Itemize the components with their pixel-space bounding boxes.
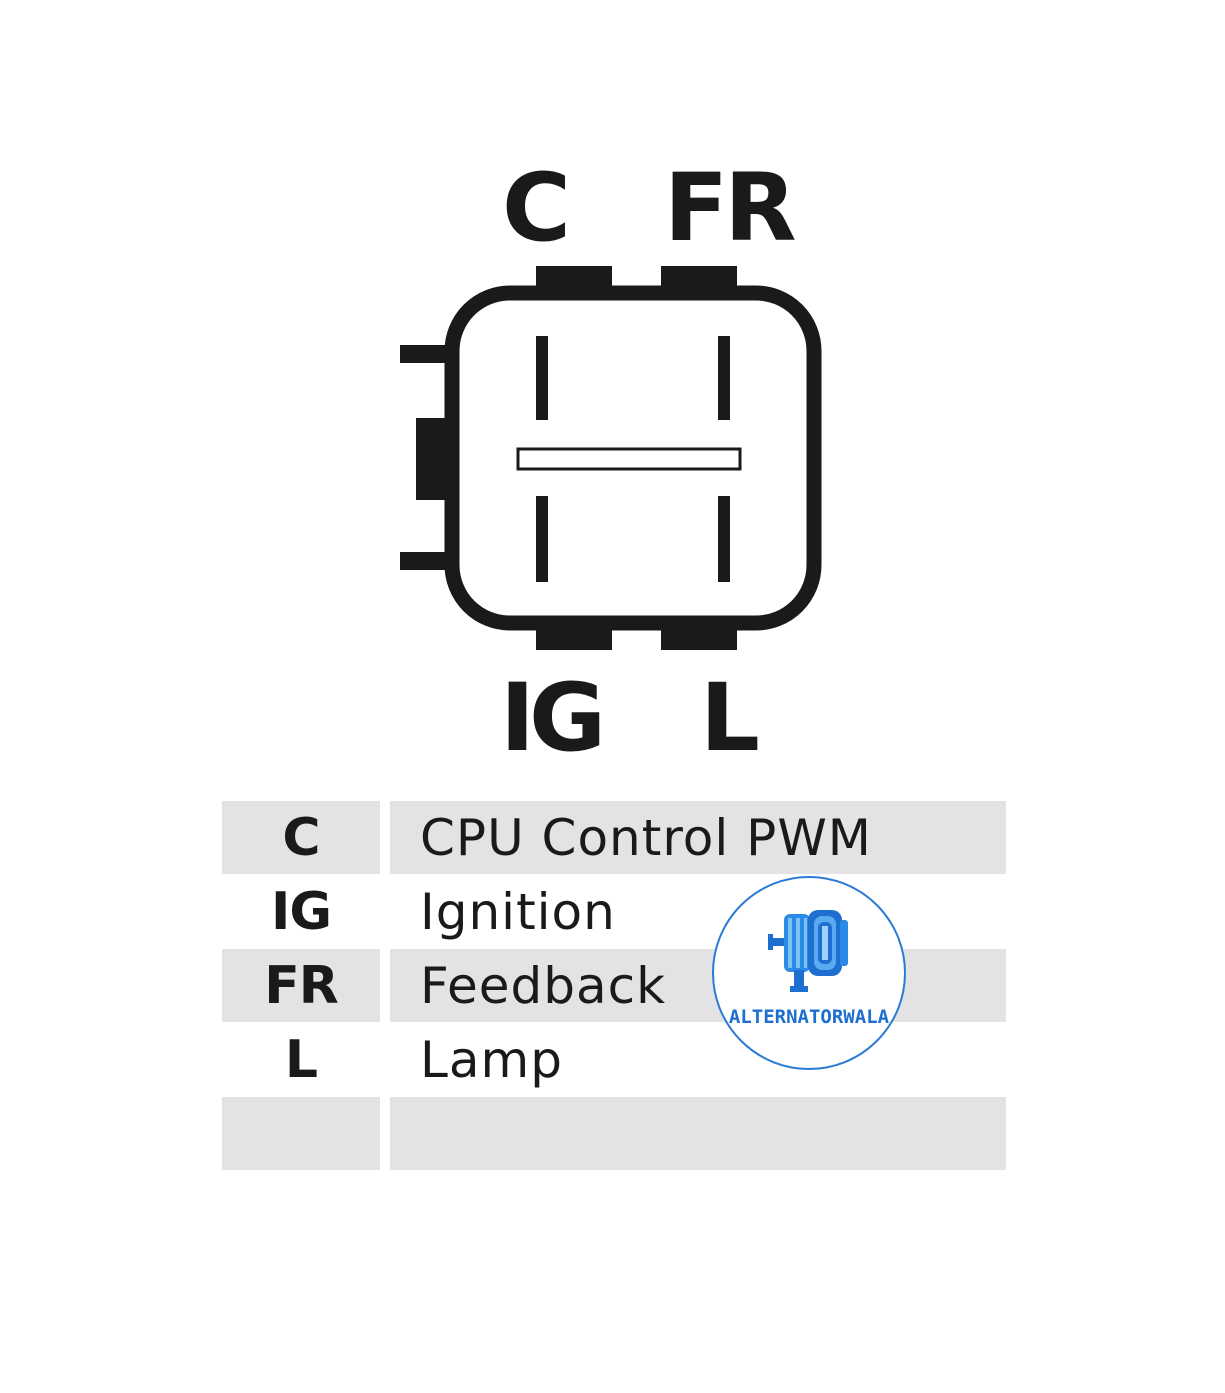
pin-label-l: L [700,664,760,773]
pin-label-fr: FR [664,154,797,263]
table-row: IG Ignition [222,875,1006,948]
connector-diagram [400,266,822,650]
pin-description: Ignition [420,882,616,941]
pin-description [390,1097,1006,1170]
pin-label-ig: IG [500,664,606,773]
pin-description: Feedback [390,949,1006,1022]
left-latch-top [400,345,450,363]
alternator-icon [768,910,848,992]
pin-code: C [222,801,380,874]
pin-code [222,1097,380,1170]
pin-legend-table: C CPU Control PWM IG Ignition FR Feedbac… [222,801,1006,1171]
logo-text: ALTERNATORWALA [728,1006,890,1028]
table-row: C CPU Control PWM [222,801,1006,874]
left-latch-middle [416,418,450,500]
pin-description: CPU Control PWM [390,801,1006,874]
alternatorwala-logo: ALTERNATORWALA [712,876,906,1070]
pin-code: FR [222,949,380,1022]
table-row [222,1097,1006,1170]
pin-description: Lamp [420,1030,563,1089]
pin-label-c: C [502,154,571,263]
terminal-blade-bottom-right [718,496,730,582]
pin-code: IG [270,881,332,942]
terminal-blade-bottom-left [536,496,548,582]
center-key-bar [516,447,742,471]
pin-code: L [284,1029,318,1090]
terminal-blade-top-left [536,336,548,420]
table-row: L Lamp [222,1023,1006,1096]
left-latch-bottom [400,552,450,570]
terminal-blade-top-right [718,336,730,420]
